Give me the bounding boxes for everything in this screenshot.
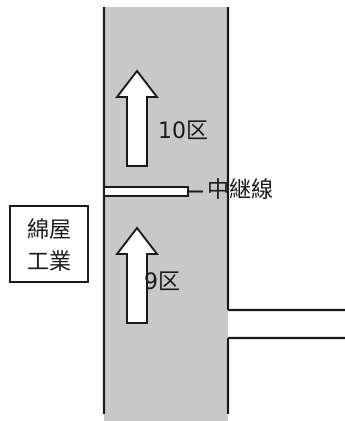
main-road: [104, 7, 228, 421]
factory-landmark: 綿屋 工業: [9, 205, 89, 283]
side-road: [228, 310, 345, 338]
relay-line-marker: [103, 186, 189, 197]
relay-line-label: 中継線: [207, 178, 274, 203]
up-arrow-icon: [114, 69, 160, 167]
factory-name-line-2: 工業: [26, 250, 71, 275]
up-arrow-icon: [114, 226, 160, 324]
factory-name-line-1: 綿屋: [26, 218, 71, 243]
section-9-label: 9区: [144, 270, 180, 295]
section-10-label: 10区: [158, 119, 208, 144]
